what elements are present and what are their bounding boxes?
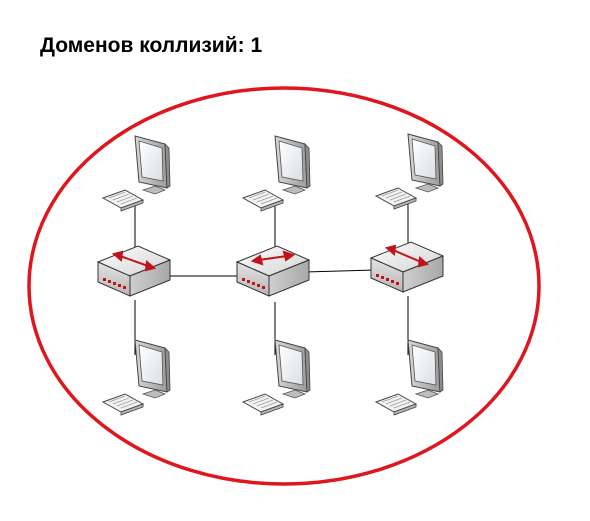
pc-top-left — [102, 135, 171, 212]
title-prefix: Доменов коллизий: — [40, 34, 251, 57]
link-hub-center-hub-right — [304, 269, 376, 273]
hub-ports — [103, 278, 126, 289]
pc-bottom-center — [242, 339, 311, 416]
pc-bottom-right — [375, 339, 444, 416]
pc-top-right — [375, 133, 444, 210]
hub-ports — [242, 278, 265, 289]
bidirectional-arrow-icon — [384, 244, 430, 268]
pc-bottom-left — [102, 339, 171, 416]
hub-center — [235, 245, 311, 297]
bidirectional-arrow-icon — [250, 250, 296, 266]
hub-left — [96, 245, 172, 297]
collision-domain-title: Доменов коллизий: 1 — [40, 34, 262, 58]
collision-domain-count: 1 — [250, 34, 263, 57]
collision-domain-ellipse — [27, 86, 541, 486]
pc-top-center — [242, 135, 311, 212]
hub-right — [369, 241, 445, 293]
bidirectional-arrow-icon — [111, 250, 157, 272]
hub-ports — [376, 274, 399, 285]
